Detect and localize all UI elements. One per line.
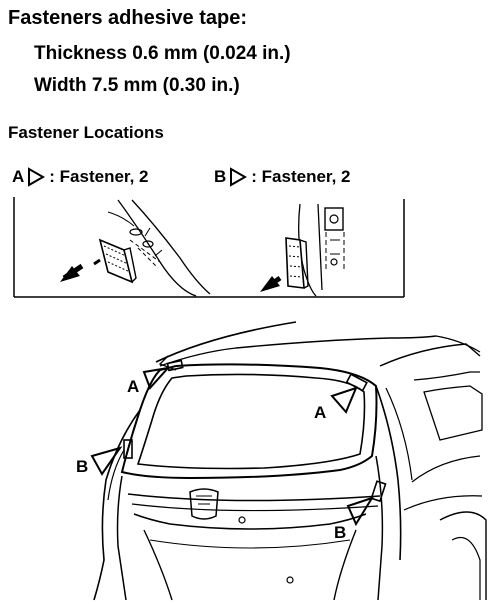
callout-triangle-icon bbox=[142, 366, 171, 390]
fastener-b-detail bbox=[285, 237, 305, 289]
triangle-pointer-icon bbox=[28, 167, 46, 187]
triangle-pointer-icon bbox=[230, 167, 248, 187]
callout-b-right: B bbox=[334, 523, 346, 542]
title-heading: Fasteners adhesive tape: bbox=[8, 7, 247, 29]
legend-b-letter: B bbox=[214, 167, 227, 186]
width-spec: Width 7.5 mm (0.30 in.) bbox=[34, 75, 240, 96]
legend-a: A : Fastener, 2 bbox=[12, 167, 149, 187]
tailgate-drawing bbox=[93, 321, 487, 601]
callout-b-left: B bbox=[76, 457, 88, 476]
thickness-spec: Thickness 0.6 mm (0.024 in.) bbox=[34, 43, 291, 64]
direction-arrow-icon bbox=[60, 258, 101, 282]
fastener-locations-heading: Fastener Locations bbox=[8, 123, 164, 142]
detail-inset bbox=[13, 197, 405, 298]
legend-a-letter: A bbox=[12, 167, 25, 186]
callout-triangle-icon bbox=[90, 446, 123, 476]
legend-b-text: : Fastener, 2 bbox=[251, 167, 351, 186]
callout-triangle-icon bbox=[346, 496, 375, 527]
direction-arrow-icon bbox=[260, 275, 282, 292]
callout-triangle-icon bbox=[330, 386, 358, 414]
legend-b: B : Fastener, 2 bbox=[214, 167, 351, 187]
legend-a-text: : Fastener, 2 bbox=[49, 167, 149, 186]
callout-a-top-right: A bbox=[314, 403, 326, 422]
callout-a-top-left: A bbox=[127, 377, 139, 396]
fastener-b-right bbox=[370, 480, 387, 503]
fastener-a-top-right bbox=[345, 373, 368, 392]
fastener-b-left bbox=[123, 439, 133, 459]
